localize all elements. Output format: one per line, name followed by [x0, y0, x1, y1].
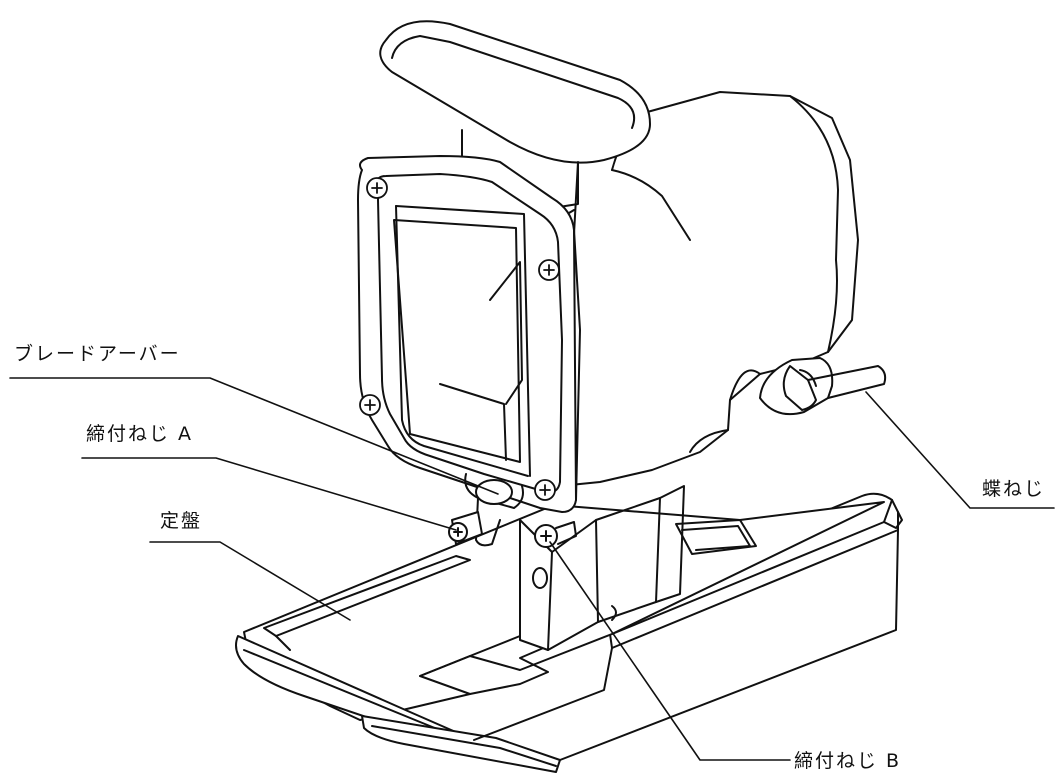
blade-arbor [464, 473, 524, 547]
leader-screw-b [549, 541, 791, 761]
label-base-plate: 定盤 [160, 510, 203, 532]
base-plate [235, 492, 903, 773]
leader-screw-a [81, 457, 457, 531]
cover-screw-top-right [538, 259, 560, 281]
leader-wing-screw [865, 391, 1055, 509]
leader-lines [9, 377, 1055, 761]
blade-holder [519, 485, 685, 651]
label-clamp-screw-a: 締付ねじ A [86, 423, 194, 445]
leader-blade-arbor [9, 377, 499, 495]
wing-screw [759, 357, 887, 416]
label-blade-arbor: ブレードアーバー [14, 343, 181, 365]
front-cover [357, 155, 581, 513]
cover-screw-top-left [366, 177, 388, 199]
cover-screw-bottom-right [534, 479, 556, 501]
clamp-screw-a [448, 511, 483, 545]
label-wing-screw: 蝶ねじ [982, 478, 1046, 500]
cover-screws [359, 177, 560, 501]
leader-base [149, 541, 351, 621]
clamp-screw-b [534, 521, 577, 548]
label-clamp-screw-b: 締付ねじ B [794, 750, 902, 772]
cover-screw-bottom-left [359, 394, 381, 416]
